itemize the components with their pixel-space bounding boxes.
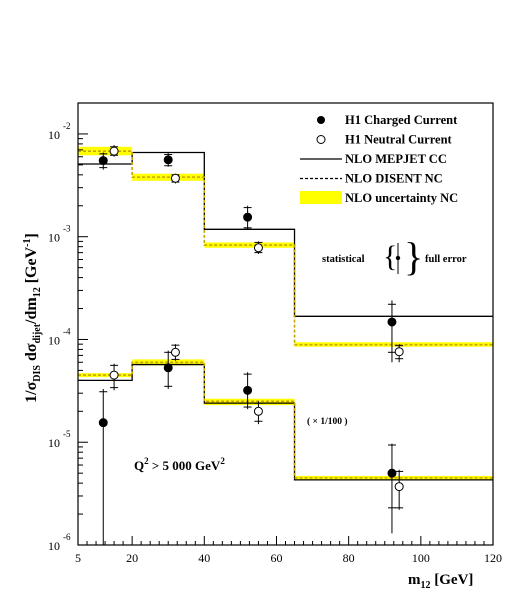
y-tick-label-base: 10 bbox=[48, 128, 60, 142]
y-tick-label-base: 10 bbox=[48, 333, 60, 347]
nc-data-point bbox=[394, 347, 404, 357]
uncertainty-band bbox=[294, 475, 493, 480]
error-key: statistical {}full error bbox=[322, 234, 467, 279]
x-tick-label: 40 bbox=[198, 551, 210, 565]
x-tick-label: 60 bbox=[270, 551, 282, 565]
x-axis-label: m12 [GeV] bbox=[408, 572, 473, 591]
y-tick-label-exp: -4 bbox=[63, 326, 71, 336]
legend: H1 Charged Current H1 Neutral CurrentNLO … bbox=[300, 113, 458, 205]
legend-symbol-open-circle bbox=[316, 135, 326, 144]
legend-symbol-filled-circle bbox=[317, 116, 325, 124]
legend-label: NLO uncertainty NC bbox=[345, 191, 458, 205]
legend-label: NLO MEPJET CC bbox=[345, 152, 447, 166]
error-key-point bbox=[395, 255, 401, 261]
nc-data-point bbox=[253, 243, 263, 253]
error-key-full: full error bbox=[425, 254, 467, 265]
nc-data-point bbox=[170, 173, 180, 183]
nc-data-point bbox=[170, 347, 180, 357]
nlo-disent-nc-line bbox=[78, 150, 493, 346]
y-tick-label-base: 10 bbox=[48, 436, 60, 450]
x-tick-label: 120 bbox=[484, 551, 502, 565]
data-points bbox=[98, 145, 404, 546]
y-tick-label-exp: -6 bbox=[63, 532, 71, 542]
cc-data-point bbox=[98, 156, 108, 166]
cc-data-point bbox=[98, 418, 108, 428]
error-key-brace-left: { bbox=[383, 240, 397, 273]
y-tick-label-exp: -2 bbox=[63, 121, 71, 131]
y-tick-label-exp: -5 bbox=[63, 429, 71, 439]
legend-symbol-band bbox=[300, 191, 342, 204]
theory-histograms bbox=[78, 150, 493, 481]
nc-data-point bbox=[394, 482, 404, 492]
cc-data-point bbox=[387, 468, 397, 478]
legend-label: H1 Charged Current bbox=[345, 113, 458, 127]
cc-data-point bbox=[163, 363, 173, 373]
nc-data-point bbox=[109, 146, 119, 156]
y-axis-label: 1/σDIS dσdijet/dm12 [GeV-1] bbox=[22, 233, 43, 403]
y-tick-label-base: 10 bbox=[48, 231, 60, 245]
y-tick-label-base: 10 bbox=[48, 539, 60, 553]
error-key-statistical: statistical bbox=[322, 254, 365, 265]
x-tick-label: 100 bbox=[412, 551, 430, 565]
cc-data-point bbox=[243, 385, 253, 395]
nlo-disent-nc-line bbox=[78, 361, 493, 479]
uncertainty-band bbox=[204, 398, 295, 406]
nc-data-point bbox=[109, 370, 119, 380]
error-key-brace-right: } bbox=[404, 234, 423, 279]
legend-label: H1 Neutral Current bbox=[345, 133, 453, 147]
cc-data-point bbox=[387, 317, 397, 327]
cc-data-point bbox=[163, 155, 173, 165]
scale-note: ( × 1/100 ) bbox=[307, 416, 348, 427]
q2-cut-label: Q2 > 5 000 GeV2 bbox=[134, 456, 225, 473]
x-axis: 5 20 40 60 80 100 120 bbox=[75, 536, 502, 565]
y-axis: 10-610-510-410-310-2 bbox=[48, 102, 88, 553]
uncertainty-band bbox=[294, 342, 493, 347]
x-tick-label: 80 bbox=[343, 551, 355, 565]
x-tick-label: 20 bbox=[126, 551, 138, 565]
legend-label: NLO DISENT NC bbox=[345, 172, 443, 186]
x-tick-label: 5 bbox=[75, 551, 81, 565]
y-tick-label-exp: -3 bbox=[63, 224, 71, 234]
nc-data-point bbox=[253, 406, 263, 416]
cc-data-point bbox=[243, 212, 253, 222]
